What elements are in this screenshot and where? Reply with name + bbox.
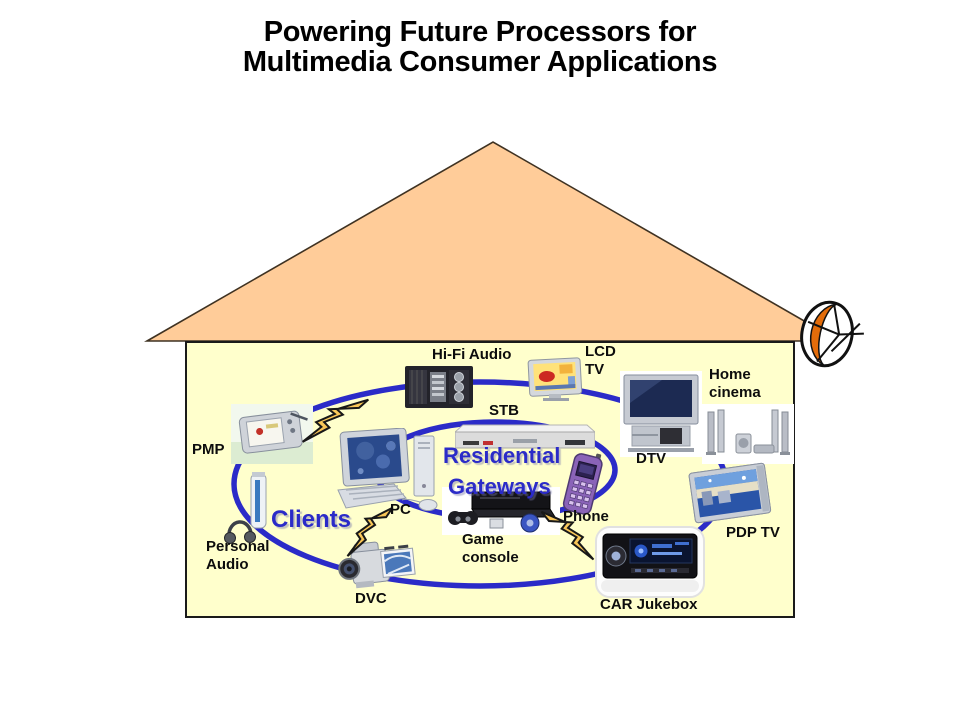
- pmp-image: [231, 404, 313, 464]
- pc-label: PC: [390, 501, 411, 518]
- hifi-audio-label: Hi-Fi Audio: [432, 346, 512, 363]
- lcd-tv-label: LCD TV: [585, 343, 616, 378]
- dtv-image: [620, 371, 702, 457]
- stb-label: STB: [489, 402, 519, 419]
- pmp-label: PMP: [192, 441, 225, 458]
- lcd-tv-image: [527, 357, 585, 402]
- hifi-audio-image: [405, 366, 473, 408]
- pc-image: [336, 428, 446, 514]
- personal-audio-label: Personal Audio: [206, 538, 270, 573]
- game-console-image: [442, 487, 560, 535]
- game-console-label: Game console: [462, 531, 519, 566]
- pdp-tv-label: PDP TV: [726, 524, 780, 541]
- dvc-image: [338, 532, 416, 598]
- slide-title-line2: Multimedia Consumer Applications: [242, 46, 718, 78]
- slide-title: Powering Future Processors for Multimedi…: [0, 17, 960, 77]
- pdp-tv-image: [688, 461, 772, 527]
- phone-label: Phone: [563, 508, 609, 525]
- slide-title-line1: Powering Future Processors for: [263, 16, 697, 48]
- house-roof: [144, 141, 842, 342]
- satellite-dish-icon: [800, 300, 864, 368]
- residential-gateways-label-line2: Gateways: [448, 474, 551, 499]
- residential-gateways-label-line1: Residential: [443, 443, 561, 468]
- clients-ring-label: Clients: [271, 506, 352, 533]
- car-jukebox-image: [595, 526, 705, 604]
- phone-image: [551, 451, 615, 515]
- car-jukebox-label: CAR Jukebox: [600, 596, 698, 613]
- dvc-label: DVC: [355, 590, 387, 607]
- dtv-label: DTV: [636, 450, 666, 467]
- stb-image: [455, 424, 595, 454]
- home-cinema-image: [702, 404, 794, 464]
- home-cinema-label: Home cinema: [709, 366, 761, 401]
- personal-audio-image: [224, 472, 274, 548]
